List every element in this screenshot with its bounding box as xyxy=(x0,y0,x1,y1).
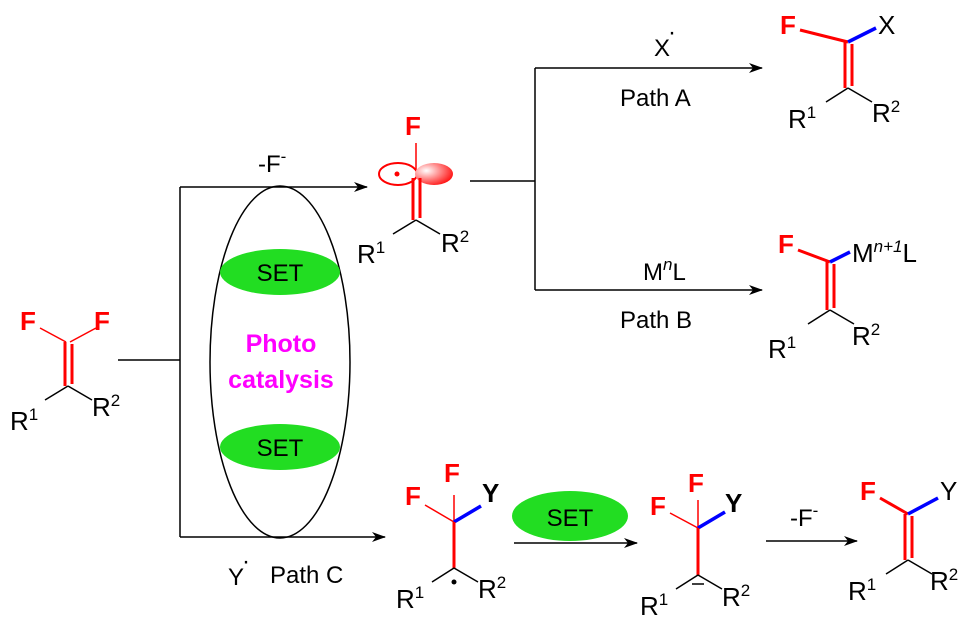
r2-label: R2 xyxy=(930,565,958,596)
r1-label: R1 xyxy=(357,238,385,269)
r2-label: R2 xyxy=(852,320,880,351)
radical-dot xyxy=(451,579,457,585)
minus-f-label: -F- xyxy=(258,147,286,178)
x-radical-label: X· xyxy=(654,19,676,62)
atom-f: F xyxy=(860,476,876,506)
radical-intermediate: F F Y R1 R2 xyxy=(396,458,506,614)
orbital-lobe xyxy=(415,163,453,185)
r2-label: R2 xyxy=(92,391,120,422)
r1-label: R1 xyxy=(640,590,668,621)
metal-complex-label: Mn+1L xyxy=(852,237,917,268)
r2-label: R2 xyxy=(872,97,900,128)
fluorovinyl-radical: F R1 R2 xyxy=(357,111,469,269)
catalysis-label: catalysis xyxy=(228,366,334,394)
atom-f: F xyxy=(94,306,110,336)
anion-intermediate: F F Y R1 R2 xyxy=(640,468,750,621)
r1-label: R1 xyxy=(10,405,38,436)
product-path-b: F Mn+1L R1 R2 xyxy=(768,229,917,364)
starting-gem-difluoroalkene: F F R1 R2 xyxy=(10,306,120,436)
r1-label: R1 xyxy=(788,103,816,134)
minus-f-label: -F- xyxy=(790,501,818,532)
r1-label: R1 xyxy=(768,333,796,364)
atom-f: F xyxy=(780,10,796,40)
r2-label: R2 xyxy=(441,227,469,258)
r1-label: R1 xyxy=(396,583,424,614)
r2-label: R2 xyxy=(478,573,506,604)
radical-dot xyxy=(394,171,400,177)
set-badge xyxy=(220,424,340,470)
set-label: SET xyxy=(257,260,304,287)
photocatalysis-cycle: SET Photo catalysis SET xyxy=(209,185,351,539)
photo-label: Photo xyxy=(246,330,317,358)
atom-f: F xyxy=(405,111,421,141)
atom-f: F xyxy=(650,491,666,521)
atom-f: F xyxy=(405,481,421,511)
metal-reagent-label: MnL xyxy=(643,255,686,286)
atom-y: Y xyxy=(482,478,499,508)
set-label: SET xyxy=(257,435,304,462)
set-badge xyxy=(220,249,340,295)
product-path-a: F X R1 R2 xyxy=(780,10,900,134)
product-path-c: F Y R1 R2 xyxy=(848,476,958,606)
atom-f: F xyxy=(688,468,704,498)
atom-y: Y xyxy=(940,476,957,506)
atom-f: F xyxy=(778,229,794,259)
r2-label: R2 xyxy=(722,581,750,612)
path-c-label: Path C xyxy=(270,562,343,589)
y-radical-label: Y· xyxy=(228,548,250,591)
set-label: SET xyxy=(547,505,594,532)
set-badge xyxy=(512,491,628,541)
atom-y: Y xyxy=(725,488,742,518)
path-a-label: Path A xyxy=(620,85,691,112)
atom-x: X xyxy=(878,10,895,40)
path-b-label: Path B xyxy=(620,307,692,334)
atom-f: F xyxy=(444,458,460,488)
r1-label: R1 xyxy=(848,575,876,606)
atom-f: F xyxy=(20,306,36,336)
